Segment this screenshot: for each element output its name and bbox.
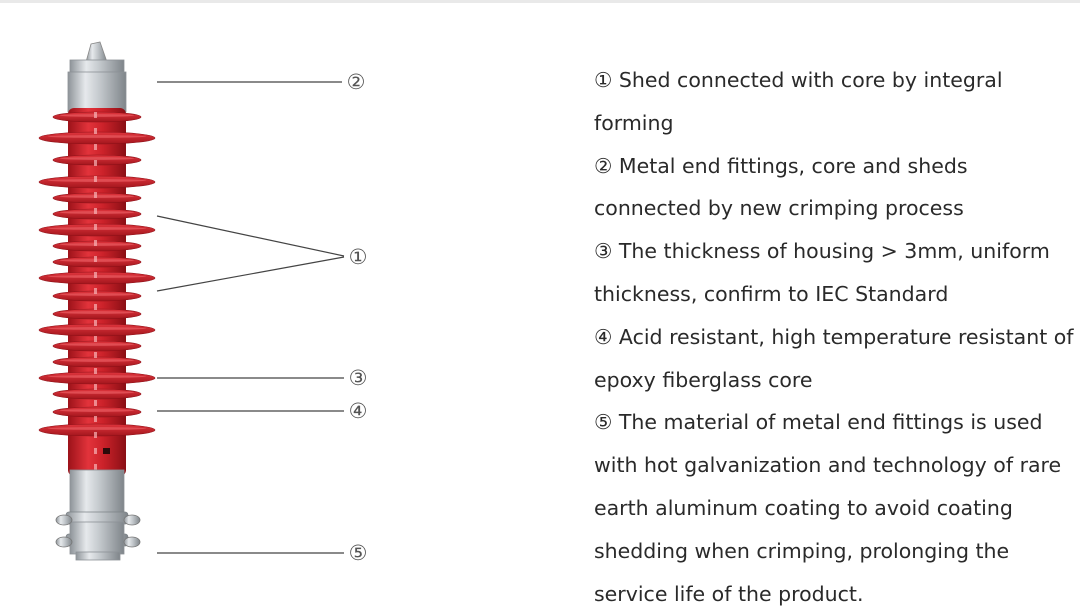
core-highlight: [94, 272, 97, 278]
core-highlight: [94, 224, 97, 230]
top-end-fitting: [67, 41, 127, 113]
feature-item-2: ② Metal end fittings, core and sheds con…: [594, 145, 1080, 231]
core-highlight: [94, 416, 97, 422]
feature-text-4: Acid resistant, high temperature resista…: [594, 324, 1074, 392]
callout-marker-2: ②: [343, 69, 369, 95]
shed-highlight-14: [59, 343, 135, 346]
core-highlight: [94, 336, 97, 342]
shed-18: [52, 406, 142, 418]
top-divider: [0, 0, 1080, 3]
feature-number-3: ③: [594, 239, 613, 264]
core-highlight: [94, 176, 97, 182]
core-highlight: [94, 240, 97, 246]
shed-12: [52, 308, 142, 320]
shed-highlight-19: [47, 427, 147, 430]
feature-item-3: ③ The thickness of housing > 3mm, unifor…: [594, 230, 1080, 316]
feature-number-2: ②: [594, 153, 613, 178]
core-highlight: [94, 368, 97, 374]
bottom-end-fitting: [55, 469, 141, 561]
feature-item-4: ④ Acid resistant, high temperature resis…: [594, 316, 1080, 402]
core-highlight: [94, 320, 97, 326]
feature-text-3: The thickness of housing > 3mm, uniform …: [594, 239, 1050, 306]
core-highlight: [94, 208, 97, 214]
core-highlight: [94, 112, 97, 118]
leader-lines: [156, 81, 345, 554]
core-highlight: [94, 128, 97, 134]
feature-descriptions: ① Shed connected with core by integral f…: [594, 59, 1080, 615]
feature-item-1: ① Shed connected with core by integral f…: [594, 59, 1080, 145]
feature-number-1: ①: [594, 68, 613, 92]
feature-number-5: ⑤: [594, 410, 613, 435]
callout-marker-3: ③: [345, 365, 371, 391]
core-highlight: [94, 144, 97, 150]
feature-number-4: ④: [594, 324, 613, 349]
shed-15: [52, 356, 142, 368]
callout-marker-1: ①: [345, 244, 371, 270]
shed-highlight-3: [59, 157, 135, 160]
core-highlight: [94, 352, 97, 358]
core-highlight: [94, 192, 97, 198]
shed-highlight-16: [47, 375, 147, 378]
core-highlight: [94, 400, 97, 406]
core-highlight: [94, 432, 97, 438]
shed-highlight-17: [59, 391, 135, 394]
core-highlight: [94, 288, 97, 294]
feature-text-2: Metal end fittings, core and sheds conne…: [594, 153, 968, 221]
leader-line-1b: [156, 256, 345, 292]
feature-text-5: The material of metal end fittings is us…: [594, 410, 1062, 606]
leader-line-1a: [156, 215, 345, 257]
shed-highlight-13: [47, 327, 147, 330]
shed-highlight-12: [59, 311, 135, 314]
core-highlight: [94, 448, 97, 454]
sheds: [38, 111, 156, 470]
shed-17: [52, 388, 142, 400]
core-highlight: [94, 464, 97, 470]
shed-14: [52, 340, 142, 352]
shed-highlight-2: [47, 135, 147, 138]
core-highlight: [94, 160, 97, 166]
housing-mark: [103, 448, 110, 454]
core-highlight: [94, 256, 97, 262]
shed-highlight-11: [59, 293, 135, 296]
shed-highlight-18: [59, 409, 135, 412]
core-highlight: [94, 304, 97, 310]
core-highlight: [94, 384, 97, 390]
shed-highlight-15: [59, 359, 135, 362]
feature-item-5: ⑤ The material of metal end fittings is …: [594, 401, 1080, 615]
feature-text-1: Shed connected with core by integral for…: [594, 68, 1003, 135]
callout-marker-5: ⑤: [345, 540, 371, 566]
callout-marker-4: ④: [345, 398, 371, 424]
